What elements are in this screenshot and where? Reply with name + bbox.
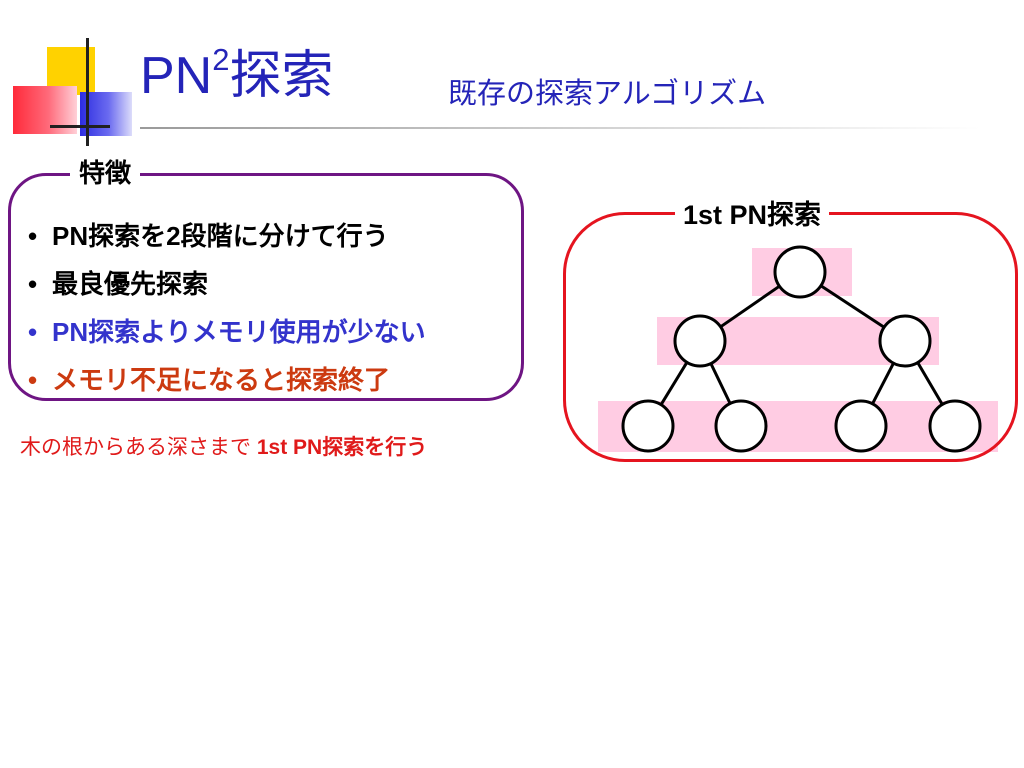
- title-underline: [140, 127, 980, 129]
- slide-title: PN2探索: [140, 44, 334, 105]
- bullet-dot: •: [28, 317, 38, 347]
- caption-normal: 木の根からある深さまで: [20, 436, 257, 459]
- features-box: [8, 173, 524, 401]
- caption-bold: 1st PN探索を行う: [256, 436, 428, 459]
- title-suffix: 探索: [229, 47, 334, 105]
- tree-node: [673, 314, 727, 368]
- tree-label: 1st PN探索: [675, 198, 830, 232]
- tree-node: [714, 399, 768, 453]
- bullet-dot: •: [28, 365, 38, 395]
- tree-box: [563, 212, 1018, 462]
- tree-node: [878, 314, 932, 368]
- tree-edge: [820, 284, 885, 329]
- logo-vertical-bar: [86, 38, 89, 146]
- tree-edge: [871, 362, 895, 405]
- tree-root-node: [773, 245, 827, 299]
- depth-caption: 木の根からある深さまで 1st PN探索を行う: [20, 437, 427, 458]
- feature-text: PN探索よりメモリ使用が少ない: [52, 317, 426, 347]
- tree-node: [834, 399, 888, 453]
- feature-item-4: • メモリ不足になると探索終了: [28, 356, 426, 404]
- feature-item-1: • PN探索を2段階に分けて行う: [28, 212, 426, 260]
- tree-edge: [916, 361, 944, 406]
- features-label: 特徴: [70, 156, 141, 190]
- feature-item-3: • PN探索よりメモリ使用が少ない: [28, 308, 426, 356]
- feature-item-2: • 最良優先探索: [28, 260, 426, 308]
- logo-horizontal-bar: [50, 125, 110, 128]
- feature-text: 最良優先探索: [52, 269, 209, 299]
- tree-edge: [709, 362, 732, 405]
- tree-edge: [659, 361, 689, 406]
- title-main: PN: [140, 47, 213, 105]
- feature-text: メモリ不足になると探索終了: [52, 365, 391, 395]
- bullet-dot: •: [28, 221, 38, 251]
- slide-subtitle: 既存の探索アルゴリズム: [448, 78, 767, 110]
- title-superscript: 2: [212, 42, 230, 77]
- bullet-dot: •: [28, 269, 38, 299]
- feature-text: PN探索を2段階に分けて行う: [52, 221, 389, 251]
- tree-edge: [719, 284, 781, 329]
- features-list: • PN探索を2段階に分けて行う • 最良優先探索 • PN探索よりメモリ使用が少ない…: [28, 212, 426, 404]
